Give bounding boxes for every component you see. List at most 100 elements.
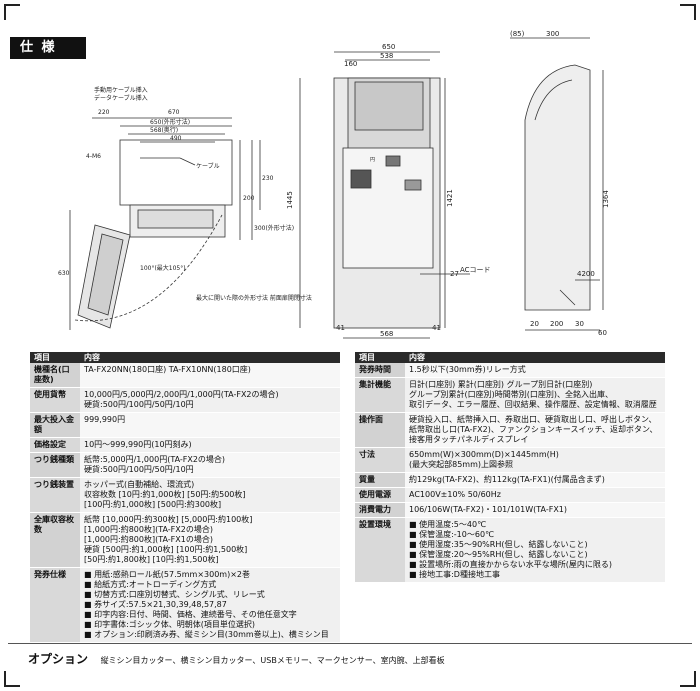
dim-label: 4-M6 <box>86 153 101 160</box>
header-item: 項目 <box>30 352 80 363</box>
section-title: 仕 様 <box>10 37 86 59</box>
table-row: 発券仕様 ■ 用紙:感熱ロール紙(57.5mm×300m)×2巻■ 給紙方式:オー… <box>30 567 340 643</box>
technical-drawing: 手動用ケーブル挿入 データケーブル挿入 220 670 650(外形寸法) 56… <box>58 30 610 339</box>
dim-label: (85) <box>510 30 525 38</box>
header-content: 内容 <box>405 352 665 363</box>
spec-value-line: 紙幣:5,000円/1,000円(TA-FX2の場合) <box>84 455 226 464</box>
table-header: 項目 内容 <box>355 352 665 363</box>
spec-key: 集計機能 <box>355 377 405 413</box>
dim-label: 490 <box>170 135 182 142</box>
dim-label: 20 <box>530 320 539 328</box>
top-view-drawing <box>69 117 261 330</box>
table-row: 操作面硬貨投入口、紙幣挿入口、券取出口、硬貨取出し口、呼出しボタン、紙幣取出し口… <box>355 412 665 448</box>
dim-label: 568(奥行) <box>150 126 178 134</box>
spec-value-line: ■ 印字内容:日付、時間、価格、連続番号、その他任意文字 <box>84 610 297 619</box>
spec-value-line: ■ 用紙:感熱ロール紙(57.5mm×300m)×2巻 <box>84 570 250 579</box>
spec-value-line: 10,000円/5,000円/2,000円/1,000円(TA-FX2の場合) <box>84 390 279 399</box>
options-text: 縦ミシン目カッター、横ミシン目カッター、USBメモリー、マークセンサー、室内腕、… <box>100 656 445 665</box>
spec-key: 設置環境 <box>355 517 405 583</box>
spec-value-line: 取引データ、エラー履歴、回収結果、操作履歴、設定情報、取消履歴 <box>409 400 657 409</box>
table-row: つり銭種類紙幣:5,000円/1,000円(TA-FX2の場合)硬貨:500円/… <box>30 452 340 478</box>
front-view-drawing <box>299 51 470 339</box>
coin-label: 円 <box>370 157 375 163</box>
spec-value: 650mm(W)×300mm(D)×1445mm(H)(最大突起部85mm)上図… <box>405 447 665 473</box>
table-header: 項目 内容 <box>30 352 340 363</box>
table-row: 質量約129kg(TA-FX2)、約112kg(TA-FX1)(付属品含まず) <box>355 472 665 488</box>
spec-value: 1.5秒以下(30mm券)リレー方式 <box>405 363 665 378</box>
spec-value-line: 106/106W(TA-FX2)・101/101W(TA-FX1) <box>409 505 568 514</box>
dim-label: 160 <box>344 60 357 68</box>
dim-label: 27 <box>450 270 459 278</box>
spec-value-line: AC100V±10% 50/60Hz <box>409 490 501 499</box>
cable-note-2: データケーブル挿入 <box>94 94 148 102</box>
dim-label: 230 <box>262 175 274 182</box>
table-row: 全庫収容枚数紙幣 [10,000円:約300枚] [5,000円:約100枚][… <box>30 512 340 568</box>
spec-value-line: ホッパー式(自動補給、環流式) <box>84 480 195 489</box>
dim-label: 650(外形寸法) <box>150 118 190 126</box>
dim-label: 670 <box>168 109 180 116</box>
dim-label: 1445 <box>286 191 294 209</box>
corner-mark <box>680 671 696 687</box>
spec-value: ホッパー式(自動補給、環流式)収容枚数 [10円:約1,000枚] [50円:約… <box>80 477 340 513</box>
ac-cord-label: ACコード <box>460 266 491 274</box>
spec-key: 発券仕様 <box>30 567 80 643</box>
spec-key: 消費電力 <box>355 502 405 518</box>
table-row: つり銭装置ホッパー式(自動補給、環流式)収容枚数 [10円:約1,000枚] [… <box>30 477 340 513</box>
spec-value-line: ■ 使用湿度:35〜90%RH(但し、結露しないこと) <box>409 540 588 549</box>
spec-value-line: 硬貨 [500円:約1,000枚] [100円:約1,500枚] <box>84 545 248 554</box>
spec-value: AC100V±10% 50/60Hz <box>405 487 665 503</box>
divider <box>8 643 692 644</box>
spec-table-left: 項目 内容 機種名(口座数)TA-FX20NN(180口座) TA-FX10NN… <box>30 352 340 643</box>
spec-value-line: (最大突起部85mm)上図参照 <box>409 460 514 469</box>
spec-value-line: ■ 使用温度:5〜40℃ <box>409 520 487 529</box>
spec-value-line: 999,990円 <box>84 415 126 424</box>
dim-label: 1364 <box>602 190 610 208</box>
door-note: 最大に開いた際の外形寸法 前面扉開閉寸法 <box>196 294 312 302</box>
dim-label: 60 <box>598 329 607 337</box>
table-row: 消費電力 106/106W(TA-FX2)・101/101W(TA-FX1) <box>355 502 665 518</box>
options-heading: オプション <box>28 652 89 666</box>
dim-label: 4200 <box>577 270 595 278</box>
dim-label: 650 <box>382 43 395 51</box>
spec-key: 使用電源 <box>355 487 405 503</box>
dim-label: 100°(最大105°) <box>140 264 186 272</box>
spec-key: 発券時間 <box>355 363 405 378</box>
spec-value: ■ 使用温度:5〜40℃■ 保管温度:-10〜60℃■ 使用湿度:35〜90%R… <box>405 517 665 583</box>
table-row: 機種名(口座数)TA-FX20NN(180口座) TA-FX10NN(180口座… <box>30 363 340 388</box>
spec-key: 寸法 <box>355 447 405 473</box>
spec-value-line: [1,000円:約800枚](TA-FX2の場合) <box>84 525 213 534</box>
spec-value-line: 紙幣取出し口(TA-FX2)、ファンクションキースイッチ、返却ボタン、 <box>409 425 658 434</box>
spec-value: 10,000円/5,000円/2,000円/1,000円(TA-FX2の場合)硬… <box>80 387 340 413</box>
spec-key: つり銭種類 <box>30 452 80 478</box>
spec-value: 10円〜999,990円(10円刻み) <box>80 437 340 453</box>
table-row: 価格設定 10円〜999,990円(10円刻み) <box>30 437 340 453</box>
spec-value-line: ■ 設置場所:雨の直接かからない水平な場所(屋内に限る) <box>409 560 613 569</box>
spec-value-line: 硬貨投入口、紙幣挿入口、券取出口、硬貨取出し口、呼出しボタン、 <box>409 415 657 424</box>
spec-value: 106/106W(TA-FX2)・101/101W(TA-FX1) <box>405 502 665 518</box>
dim-label: 41 <box>336 324 345 332</box>
spec-key: 操作面 <box>355 412 405 448</box>
spec-key: つり銭装置 <box>30 477 80 513</box>
dim-label: 220 <box>98 109 110 116</box>
spec-key: 価格設定 <box>30 437 80 453</box>
spec-value-line: 10円〜999,990円(10円刻み) <box>84 440 192 449</box>
side-view-drawing <box>510 37 604 331</box>
spec-value-line: 日計(口座別) 累計(口座別) グループ別日計(口座別) <box>409 380 593 389</box>
spec-key: 質量 <box>355 472 405 488</box>
spec-value-line: ■ 保管湿度:20〜95%RH(但し、結露しないこと) <box>409 550 588 559</box>
dim-label: 30 <box>575 320 584 328</box>
corner-mark <box>4 671 20 687</box>
spec-value-line: ■ 給紙方式:オートローディング方式 <box>84 580 217 589</box>
spec-value: 硬貨投入口、紙幣挿入口、券取出口、硬貨取出し口、呼出しボタン、紙幣取出し口(TA… <box>405 412 665 448</box>
table-row: 使用電源 AC100V±10% 50/60Hz <box>355 487 665 503</box>
spec-value-line: ■ 印字書体:ゴシック体、明朝体(項目単位選択) <box>84 620 256 629</box>
header-content: 内容 <box>80 352 340 363</box>
spec-value-line: 接客用タッチパネルディスプレイ <box>409 435 529 444</box>
spec-value: 日計(口座別) 累計(口座別) グループ別日計(口座別)グループ別累計(口座別)… <box>405 377 665 413</box>
dim-label: 41 <box>432 324 441 332</box>
spec-value-line: [1,000円:約800枚](TA-FX1の場合) <box>84 535 213 544</box>
